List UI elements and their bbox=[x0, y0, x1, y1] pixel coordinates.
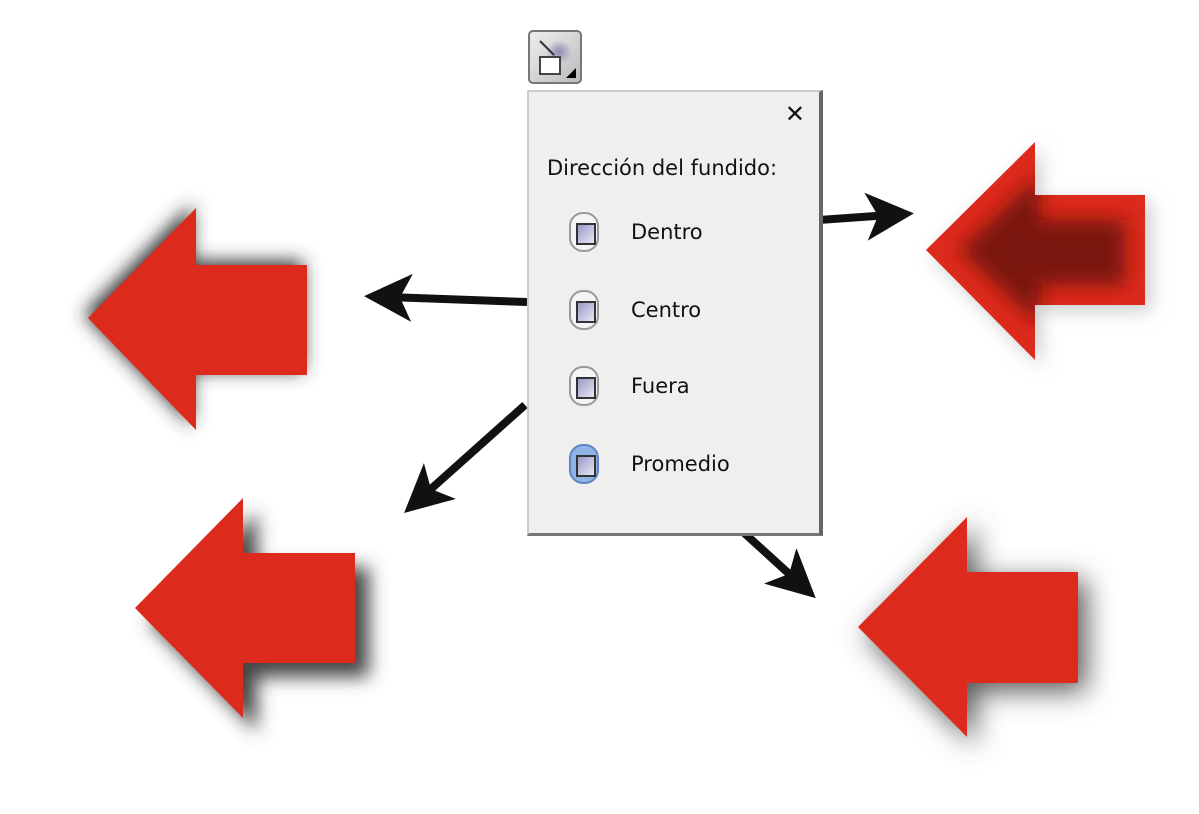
option-label: Centro bbox=[631, 298, 702, 322]
option-fuera[interactable]: Fuera bbox=[569, 364, 690, 408]
average-blend-icon bbox=[569, 444, 599, 484]
red-arrow-drop-shadow bbox=[135, 498, 369, 732]
option-centro[interactable]: Centro bbox=[569, 288, 701, 332]
square-icon bbox=[539, 56, 561, 75]
pointer-arrow-centro bbox=[364, 273, 528, 322]
pointer-arrow-fuera bbox=[404, 402, 528, 513]
blend-direction-panel: ✕ Dirección del fundido: Dentro Centro F… bbox=[527, 90, 823, 536]
red-arrow-inner-shadow bbox=[926, 142, 1151, 366]
red-arrow-average-shadow bbox=[858, 517, 1086, 745]
option-dentro[interactable]: Dentro bbox=[569, 210, 703, 254]
option-label: Dentro bbox=[631, 220, 703, 244]
inside-blend-icon bbox=[569, 212, 599, 252]
blend-direction-tool-button[interactable] bbox=[528, 30, 582, 84]
center-blend-icon bbox=[569, 290, 599, 330]
panel-title: Dirección del fundido: bbox=[547, 156, 778, 180]
close-icon[interactable]: ✕ bbox=[784, 100, 805, 128]
flyout-triangle-icon bbox=[566, 68, 576, 78]
option-promedio[interactable]: Promedio bbox=[569, 442, 730, 486]
outside-blend-icon bbox=[569, 366, 599, 406]
option-label: Fuera bbox=[631, 374, 690, 398]
red-arrow-outer-shadow bbox=[84, 204, 307, 430]
option-label: Promedio bbox=[631, 452, 730, 476]
